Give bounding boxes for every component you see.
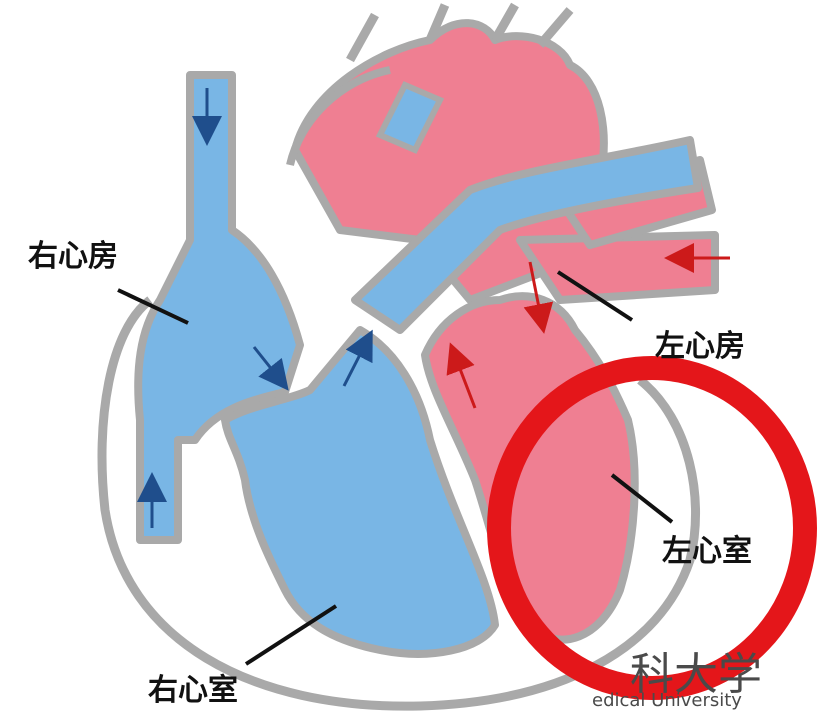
label-right-ventricle: 右心室 <box>148 676 238 706</box>
label-left-atrium: 左心房 <box>655 332 745 362</box>
label-right-atrium: 右心房 <box>28 242 118 272</box>
label-left-ventricle: 左心室 <box>662 537 752 567</box>
watermark-sub: edical University <box>592 690 742 711</box>
leader-right-ventricle <box>246 606 336 664</box>
